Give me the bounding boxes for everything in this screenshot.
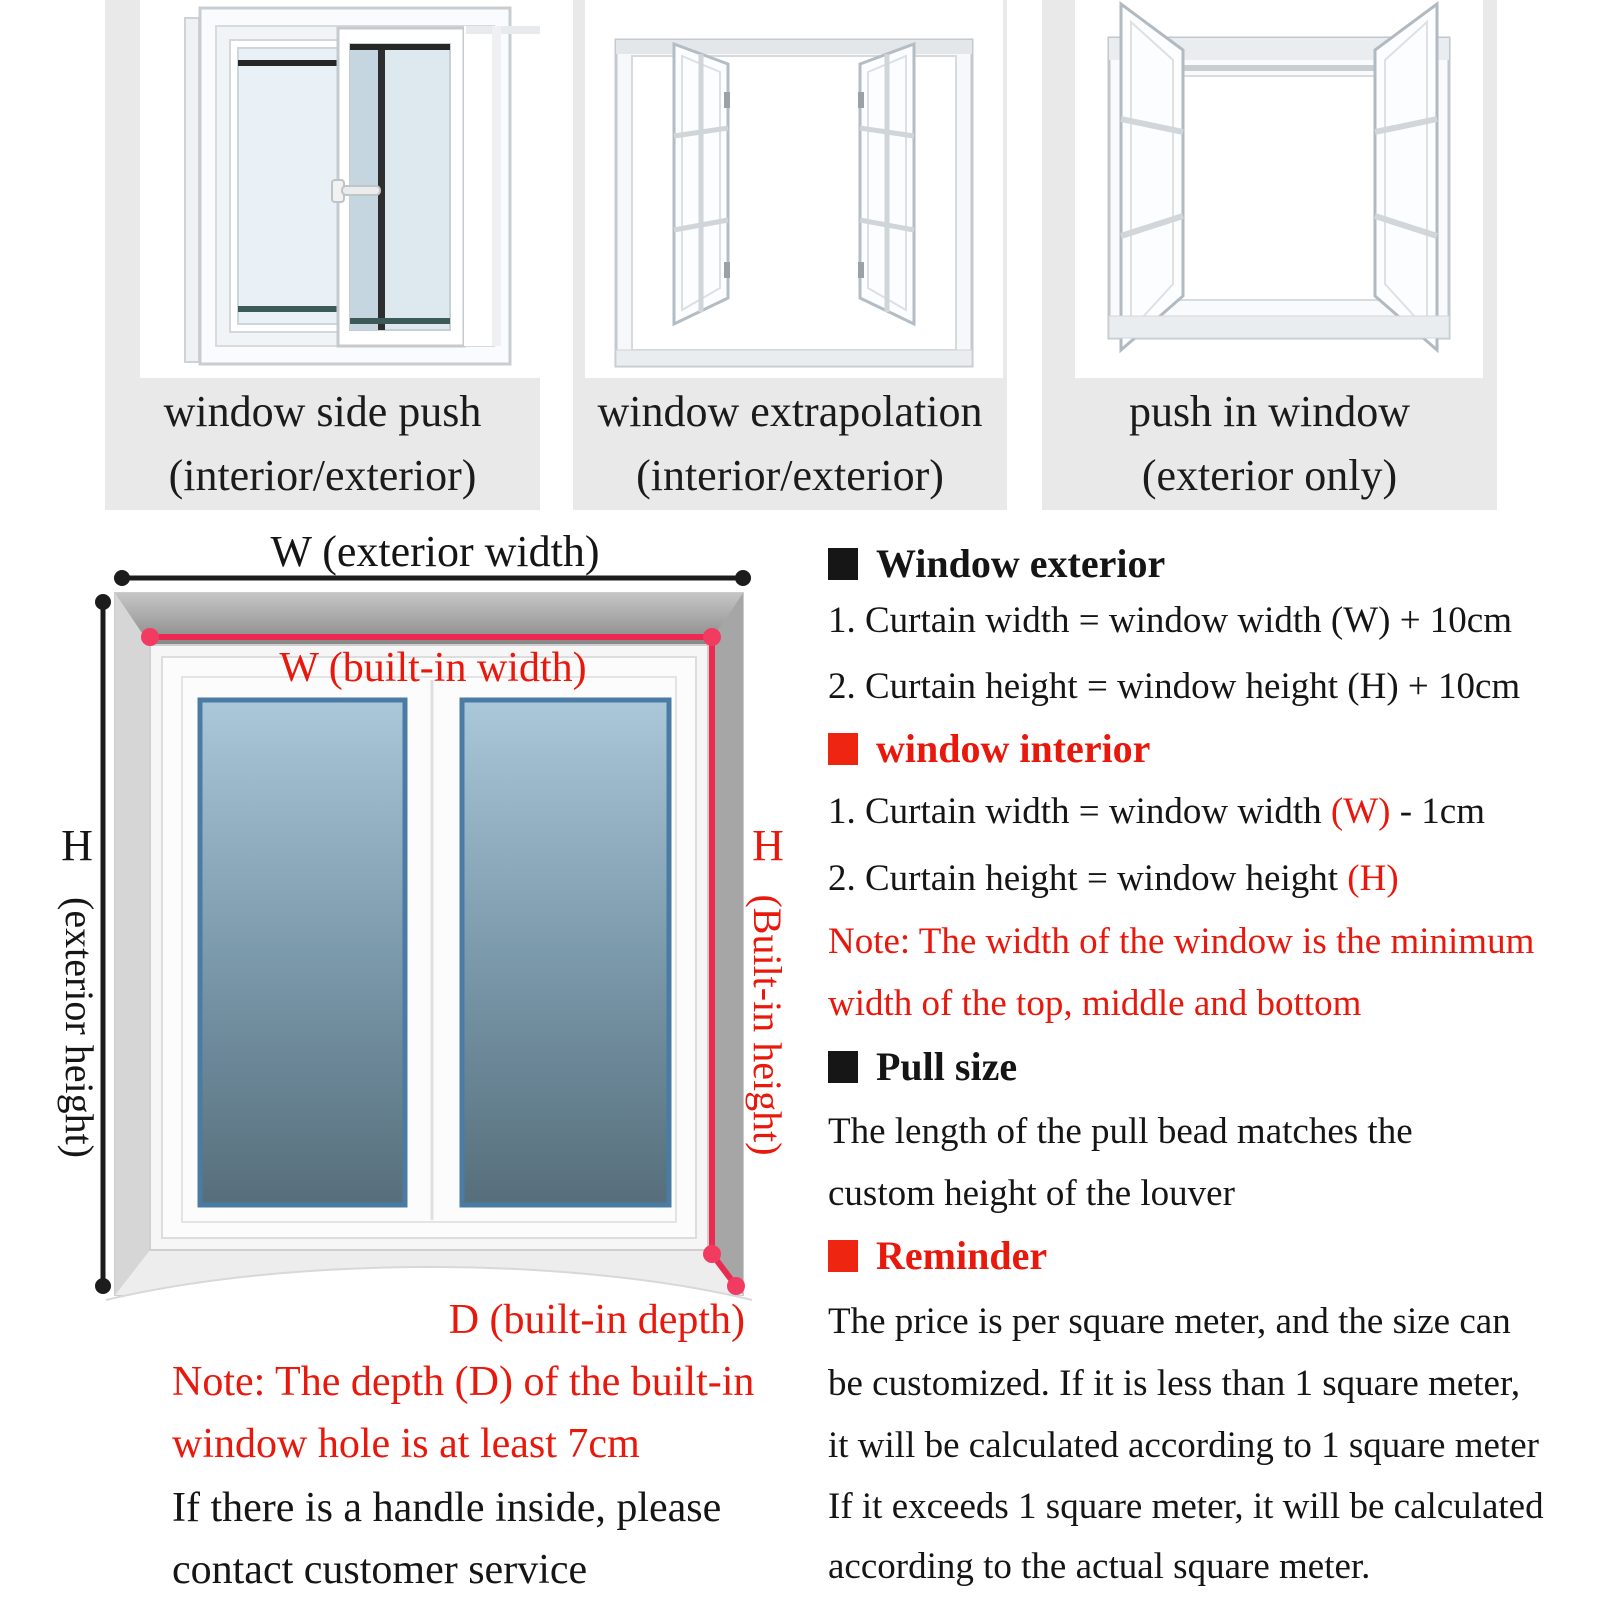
sill-curve-edge	[105, 1266, 753, 1301]
section-title-reminder: Reminder	[876, 1233, 1048, 1278]
measure-dot-red	[703, 1245, 721, 1263]
measure-dot	[95, 1278, 111, 1294]
reminder-line5: according to the actual square meter.	[828, 1546, 1371, 1587]
section-header-window-interior: window interior	[828, 723, 1600, 775]
hinge-icon	[858, 262, 864, 278]
interior-line2-pre: 2. Curtain height = window height	[828, 858, 1348, 899]
hinge-icon	[858, 92, 864, 108]
measurement-diagram	[95, 570, 753, 1320]
panel-caption: window side push (interior/exterior)	[105, 378, 540, 510]
black-square-icon	[828, 1051, 858, 1083]
exterior-height-label: (exterior height)	[57, 897, 102, 1158]
section-title-pull-size: Pull size	[876, 1044, 1018, 1089]
exterior-height-h-label: H	[61, 821, 93, 870]
panel-caption-line2: (interior/exterior)	[168, 451, 477, 500]
sliding-window-illustration	[184, 6, 540, 366]
measure-dot-red	[141, 628, 159, 646]
pull-line1: The length of the pull bead matches the	[828, 1111, 1413, 1152]
section-header-reminder: Reminder	[828, 1230, 1600, 1282]
panel-caption-line1: push in window	[1128, 387, 1411, 436]
interior-note-line1: Note: The width of the window is the min…	[828, 921, 1535, 962]
fixed-sash-glass	[237, 47, 347, 325]
interior-line1-pre: 1. Curtain width = window width	[828, 791, 1331, 832]
window-left-jamb	[184, 17, 200, 363]
hinge-icon	[724, 92, 730, 108]
left-open-sash	[672, 41, 730, 327]
depth-note-line2: window hole is at least 7cm	[172, 1421, 640, 1467]
window-photo-sliding	[140, 0, 540, 378]
interior-line1-red: (W)	[1330, 791, 1391, 832]
sash-edge-line	[378, 44, 385, 330]
red-square-icon	[828, 1240, 858, 1272]
red-square-icon	[828, 733, 858, 765]
reminder-line1: The price is per square meter, and the s…	[828, 1301, 1511, 1342]
exterior-line2: 2. Curtain height = window height (H) + …	[828, 666, 1521, 707]
depth-note-line1: Note: The depth (D) of the built-in	[172, 1359, 755, 1405]
window-handle	[341, 185, 381, 196]
right-open-sash	[858, 41, 916, 327]
inward-casement-illustration	[1107, 1, 1451, 354]
glass-pane-right	[459, 697, 672, 1208]
handle-note-line2: contact customer service	[172, 1547, 588, 1593]
panel-caption-line1: window side push	[163, 387, 482, 436]
glass-top-gap	[238, 60, 346, 66]
outward-casement-illustration	[614, 38, 974, 368]
section-header-pull-size: Pull size	[828, 1041, 1600, 1093]
interior-line2-red: (H)	[1347, 858, 1399, 899]
measure-dot	[735, 570, 751, 586]
panel-caption-line1: window extrapolation	[597, 387, 983, 436]
measure-dot	[114, 570, 130, 586]
panel-caption: push in window (exterior only)	[1042, 378, 1497, 510]
top-rail	[466, 26, 540, 34]
sliding-glass-bottom-gap	[350, 318, 450, 324]
builtin-height-label: (Built-in height)	[745, 894, 790, 1156]
panel-caption-line2: (interior/exterior)	[636, 451, 944, 500]
panel-window-side-push: window side push (interior/exterior)	[105, 0, 540, 510]
panel-caption-line2: (exterior only)	[1141, 451, 1398, 500]
exterior-line1: 1. Curtain width = window width (W) + 10…	[828, 600, 1513, 641]
sliding-glass-top-gap	[350, 44, 450, 50]
window-photo-extrapolation	[585, 0, 1003, 378]
window-frame	[149, 644, 709, 1251]
interior-line1: 1. Curtain width = window width (W) - 1c…	[828, 786, 1600, 838]
reminder-line2: be customized. If it is less than 1 squa…	[828, 1363, 1521, 1404]
interior-line2: 2. Curtain height = window height (H)	[828, 853, 1600, 905]
frame-top-band	[1109, 38, 1449, 60]
pull-line2: custom height of the louver	[828, 1173, 1235, 1214]
hinge-icon	[724, 262, 730, 278]
builtin-width-label: W (built-in width)	[279, 645, 587, 691]
glass-bottom-gap	[238, 306, 346, 312]
measure-dot-red	[727, 1277, 745, 1295]
right-rail	[492, 26, 501, 346]
sill-curve	[106, 1267, 752, 1320]
right-open-sash	[1373, 1, 1439, 354]
reminder-line3: it will be calculated according to 1 squ…	[828, 1425, 1539, 1466]
window-sill	[1108, 315, 1450, 339]
glass-pane-left	[197, 697, 408, 1208]
measure-dot	[95, 594, 111, 610]
exterior-width-label: W (exterior width)	[270, 527, 600, 576]
panel-push-in-window: push in window (exterior only)	[1042, 0, 1497, 510]
interior-note-line2: width of the top, middle and bottom	[828, 983, 1362, 1024]
section-title-window-interior: window interior	[876, 726, 1151, 771]
measure-dot-red	[703, 628, 721, 646]
window-photo-push-in	[1075, 0, 1483, 378]
window-opening	[1148, 75, 1410, 301]
section-header-window-exterior: Window exterior	[828, 538, 1600, 590]
builtin-height-h-label: H	[752, 821, 784, 870]
left-open-sash	[1119, 1, 1185, 354]
black-square-icon	[828, 548, 858, 580]
interior-line1-post: - 1cm	[1390, 791, 1485, 832]
panel-caption: window extrapolation (interior/exterior)	[573, 378, 1007, 510]
section-title-window-exterior: Window exterior	[876, 541, 1166, 586]
builtin-depth-label: D (built-in depth)	[448, 1297, 745, 1343]
panel-window-extrapolation: window extrapolation (interior/exterior)	[573, 0, 1007, 510]
handle-note-line1: If there is a handle inside, please	[172, 1485, 722, 1531]
frame-top-shadow	[616, 40, 972, 54]
window-sill	[615, 349, 973, 367]
reminder-line4: If it exceeds 1 square meter, it will be…	[828, 1486, 1544, 1527]
